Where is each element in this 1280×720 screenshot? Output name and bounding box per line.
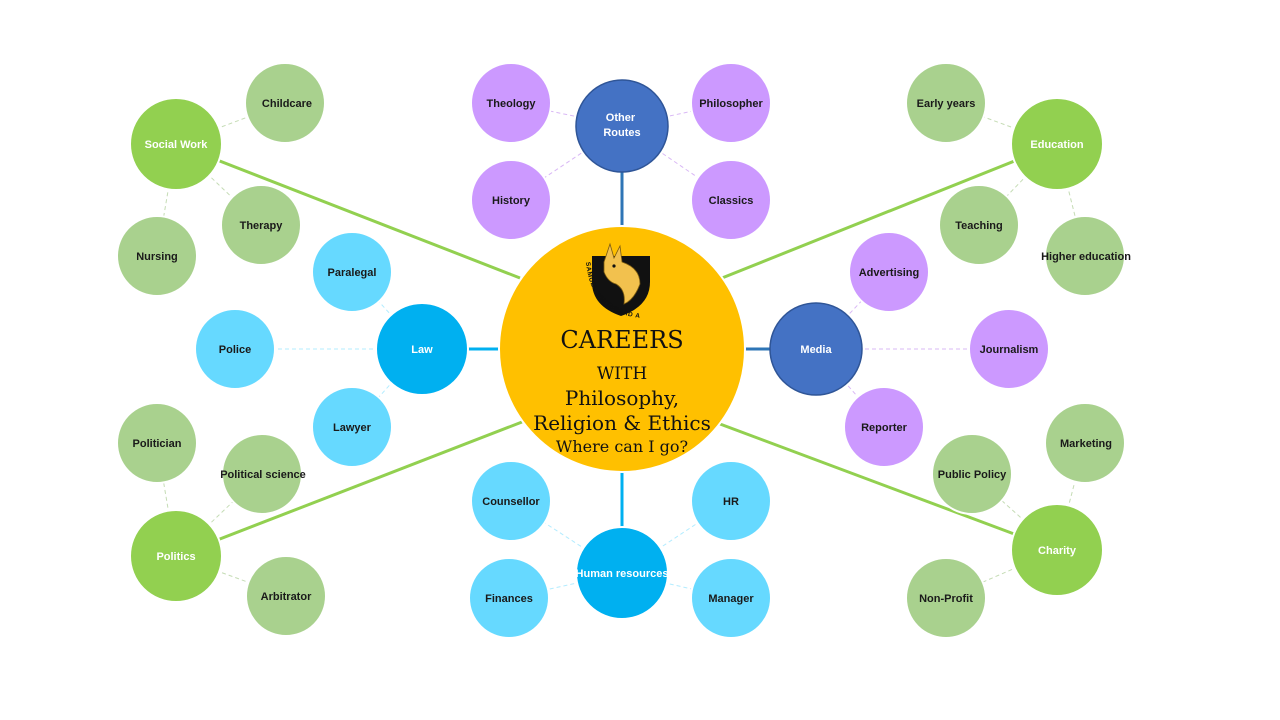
- connector-social-work: [175, 142, 521, 280]
- node-political-science: Political science: [220, 433, 306, 515]
- node-arbitrator-label: Arbitrator: [261, 591, 312, 603]
- node-counsellor: Counsellor: [470, 460, 552, 542]
- node-manager: Manager: [690, 557, 772, 639]
- node-early-years-label: Early years: [917, 98, 976, 110]
- cluster-politics: Politician Political science Arbitrator …: [116, 402, 327, 637]
- node-history-label: History: [492, 195, 531, 207]
- node-journalism-label: Journalism: [980, 344, 1039, 356]
- node-politics-label: Politics: [156, 551, 195, 563]
- node-journalism: Journalism: [968, 308, 1050, 390]
- node-teaching-label: Teaching: [955, 220, 1002, 232]
- cluster-social-work: Social Work Childcare Therapy Nursing: [116, 62, 326, 297]
- node-public-policy: Public Policy: [931, 433, 1013, 515]
- node-nursing-label: Nursing: [136, 251, 178, 263]
- node-higher-education: Higher education: [1041, 215, 1131, 297]
- node-charity-label: Charity: [1038, 545, 1077, 557]
- node-lawyer: Lawyer: [311, 386, 393, 468]
- node-human-resources-label: Human resources: [576, 568, 669, 580]
- cluster-other-routes: Theology Philosopher History Classics Ot…: [470, 62, 772, 241]
- node-marketing: Marketing: [1044, 402, 1126, 484]
- node-politician: Politician: [116, 402, 198, 484]
- node-public-policy-label: Public Policy: [938, 469, 1007, 481]
- node-politics: Politics: [129, 509, 223, 603]
- node-classics: Classics: [690, 159, 772, 241]
- node-advertising: Advertising: [848, 231, 930, 313]
- node-counsellor-label: Counsellor: [482, 496, 540, 508]
- node-finances-label: Finances: [485, 593, 533, 605]
- cluster-education: Education Early years Teaching Higher ed…: [905, 62, 1131, 297]
- cluster-media: Advertising Journalism Reporter Media: [769, 231, 1050, 468]
- node-childcare-label: Childcare: [262, 98, 312, 110]
- node-theology: Theology: [470, 62, 552, 144]
- node-hr: HR: [690, 460, 772, 542]
- node-police-label: Police: [219, 344, 251, 356]
- node-law: Law: [375, 302, 469, 396]
- dash-edu-higher: [1056, 143, 1086, 257]
- hub-circle: [498, 225, 746, 473]
- node-marketing-label: Marketing: [1060, 438, 1112, 450]
- connector-education: [721, 142, 1058, 280]
- connector-politics: [175, 420, 523, 558]
- main-connectors: [175, 142, 1058, 558]
- hub-careers-title: CAREERS: [560, 326, 683, 354]
- hub-subject-line1: Philosophy,: [565, 386, 679, 410]
- node-classics-label: Classics: [709, 195, 754, 207]
- dash-hr-finances: [508, 572, 623, 599]
- node-theology-label: Theology: [487, 98, 537, 110]
- node-law-label: Law: [411, 344, 433, 356]
- node-non-profit: Non-Profit: [905, 557, 987, 639]
- node-childcare: Childcare: [244, 62, 326, 144]
- connector-charity: [719, 422, 1058, 552]
- cluster-charity: Marketing Public Policy Non-Profit Chari…: [905, 402, 1126, 639]
- cluster-law: Paralegal Police Lawyer Law: [194, 231, 469, 468]
- node-social-work-label: Social Work: [145, 139, 209, 151]
- node-finances: Finances: [468, 557, 550, 639]
- node-media: Media: [769, 302, 863, 396]
- node-early-years: Early years: [905, 62, 987, 144]
- dash-social-childcare: [175, 102, 286, 145]
- node-manager-label: Manager: [708, 593, 754, 605]
- node-education-label: Education: [1030, 139, 1083, 151]
- dash-pol-politician: [156, 442, 177, 557]
- node-social-work: Social Work: [129, 97, 223, 191]
- node-other-routes: Other Routes: [575, 79, 669, 173]
- node-politician-label: Politician: [133, 438, 182, 450]
- node-history: History: [470, 159, 552, 241]
- hub-with: WITH: [597, 364, 647, 384]
- node-therapy-label: Therapy: [240, 220, 284, 232]
- node-police: Police: [194, 308, 276, 390]
- node-nursing: Nursing: [116, 215, 198, 297]
- node-philosopher-label: Philosopher: [699, 98, 763, 110]
- node-hr-label: HR: [723, 496, 739, 508]
- dash-pol-arbitrator: [175, 555, 287, 597]
- node-human-resources: Human resources: [575, 526, 669, 620]
- node-therapy: Therapy: [220, 184, 302, 266]
- node-higher-education-label: Higher education: [1041, 251, 1131, 263]
- node-other-routes-label-line1: Other: [606, 112, 636, 124]
- node-education: Education: [1010, 97, 1104, 191]
- node-arbitrator: Arbitrator: [245, 555, 327, 637]
- node-reporter: Reporter: [843, 386, 925, 468]
- node-other-routes-label-line2: Routes: [603, 127, 640, 139]
- cluster-human-resources: Counsellor HR Finances Manager Human res…: [468, 460, 772, 639]
- dash-char-policy: [971, 473, 1058, 551]
- node-lawyer-label: Lawyer: [333, 422, 372, 434]
- node-teaching: Teaching: [938, 184, 1020, 266]
- hub-question: Where can I go?: [556, 437, 688, 456]
- node-non-profit-label: Non-Profit: [919, 593, 973, 605]
- node-paralegal: Paralegal: [311, 231, 393, 313]
- node-advertising-label: Advertising: [859, 267, 920, 279]
- hub-subject-line2: Religion & Ethics: [533, 411, 711, 435]
- node-philosopher: Philosopher: [690, 62, 772, 144]
- node-media-label: Media: [800, 344, 832, 356]
- node-other-routes-label: Other Routes: [603, 112, 640, 139]
- dash-social-therapy: [175, 143, 262, 226]
- node-political-science-label: Political science: [220, 469, 306, 481]
- node-paralegal-label: Paralegal: [328, 267, 377, 279]
- node-charity: Charity: [1010, 503, 1104, 597]
- node-reporter-label: Reporter: [861, 422, 908, 434]
